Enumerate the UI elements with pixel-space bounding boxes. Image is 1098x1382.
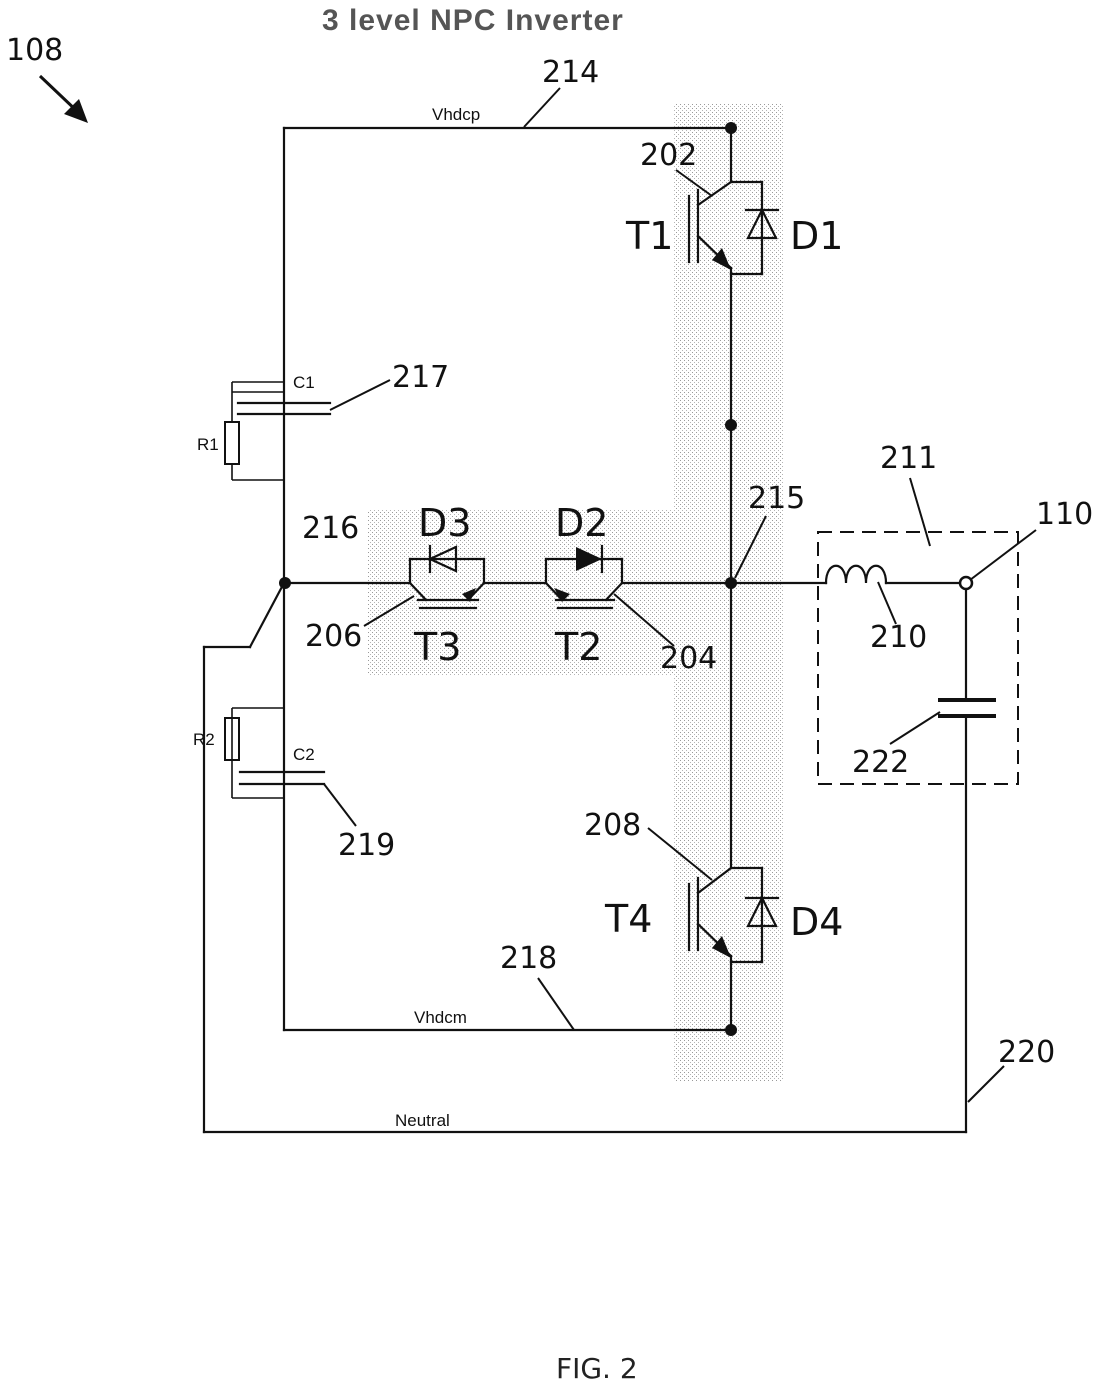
leader-220 (968, 1066, 1004, 1102)
junction-upper-mid (725, 419, 737, 431)
capacitor-222 (938, 700, 996, 716)
ref-211: 211 (880, 441, 937, 476)
junction-top (725, 122, 737, 134)
leader-217 (330, 380, 390, 410)
leader-218 (538, 978, 574, 1030)
capacitor-c1-resistor-r1 (225, 382, 330, 480)
junction-216 (279, 577, 291, 589)
ref-108-arrow (40, 76, 88, 123)
label-d3: D3 (418, 501, 471, 545)
ref-222: 222 (852, 745, 909, 780)
junction-bottom (725, 1024, 737, 1036)
ref-108: 108 (6, 33, 63, 68)
leader-211 (910, 478, 930, 546)
ref-216: 216 (302, 511, 359, 546)
ref-218: 218 (500, 941, 557, 976)
leader-110 (970, 530, 1036, 580)
label-r1: R1 (197, 435, 219, 454)
inductor-210 (826, 566, 886, 583)
shaded-region-vertical (674, 104, 784, 1082)
label-c2: C2 (293, 745, 315, 764)
label-c1: C1 (293, 373, 315, 392)
label-t3: T3 (413, 625, 461, 669)
label-d2: D2 (555, 501, 608, 545)
ref-215: 215 (748, 481, 805, 516)
label-r2: R2 (193, 730, 215, 749)
label-t2: T2 (554, 625, 602, 669)
ref-208: 208 (584, 808, 641, 843)
label-t4: T4 (604, 897, 652, 941)
label-d1: D1 (790, 214, 843, 258)
ref-210: 210 (870, 620, 927, 655)
ref-110: 110 (1036, 497, 1093, 532)
junction-215 (725, 577, 737, 589)
figure-label: FIG. 2 (556, 1352, 638, 1382)
ref-202: 202 (640, 138, 697, 173)
net-vhdcp: Vhdcp (432, 105, 480, 124)
leader-214 (524, 88, 560, 127)
net-vhdcm: Vhdcm (414, 1008, 467, 1027)
diagram-title: 3 level NPC Inverter (322, 4, 624, 37)
ref-217: 217 (392, 360, 449, 395)
ref-206: 206 (305, 619, 362, 654)
label-d4: D4 (790, 900, 843, 944)
leader-222 (890, 712, 940, 744)
leader-210 (878, 582, 896, 624)
ref-220: 220 (998, 1035, 1055, 1070)
net-neutral: Neutral (395, 1111, 450, 1130)
leader-219 (324, 784, 356, 826)
ref-214: 214 (542, 55, 599, 90)
ref-204: 204 (660, 641, 717, 676)
label-t1: T1 (625, 214, 673, 258)
ref-219: 219 (338, 828, 395, 863)
